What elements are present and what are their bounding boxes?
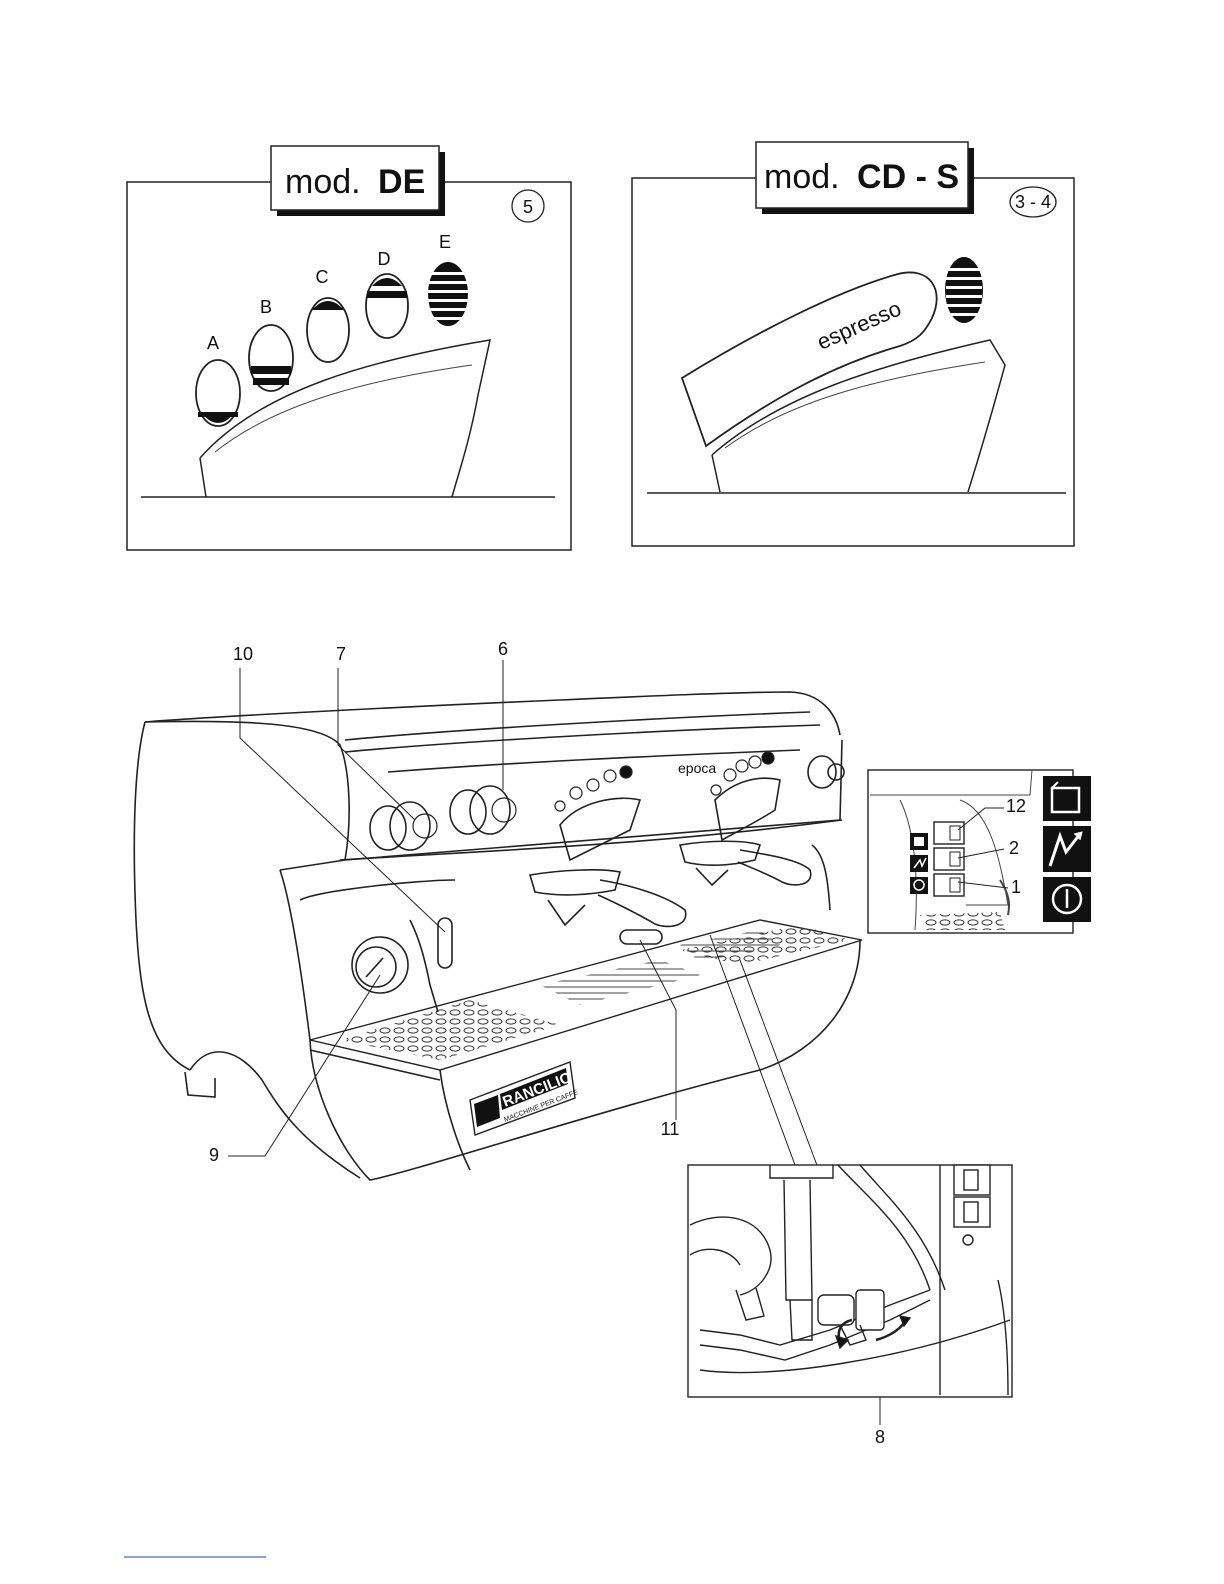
model-prefix-cds: mod. — [764, 158, 840, 196]
callout-8: 8 — [875, 1427, 885, 1447]
callout-11: 11 — [661, 1119, 680, 1139]
portafilter-left — [530, 870, 686, 927]
level-label-d: D — [378, 249, 391, 269]
callout-7: 7 — [336, 644, 346, 664]
group-buttons-right — [711, 752, 774, 795]
ref-number-de: 5 — [523, 197, 533, 217]
callout-6: 6 — [498, 639, 508, 659]
steam-tap-knob-right — [808, 756, 844, 788]
panel-mod-cds: mod. CD - S 3 - 4 espresso — [632, 142, 1074, 546]
svg-text:mod. DE: mod. DE — [285, 163, 425, 201]
cup-icon — [1043, 776, 1091, 821]
level-indicator-c — [307, 298, 349, 362]
machine-brand-text: epoca — [678, 760, 716, 776]
level-indicator-full — [945, 257, 983, 323]
callout-10: 10 — [233, 644, 253, 664]
level-indicator-d — [366, 274, 408, 338]
panel-mod-de: mod. DE 5 — [127, 146, 571, 550]
level-label-b: B — [260, 297, 272, 317]
portafilter-right — [680, 841, 811, 885]
level-indicator-e — [428, 262, 468, 326]
heating-icon — [1043, 826, 1091, 872]
svg-text:mod. CD - S: mod. CD - S — [764, 158, 959, 196]
callout-1: 1 — [1011, 877, 1021, 897]
callout-12: 12 — [1006, 796, 1026, 816]
model-prefix-de: mod. — [285, 163, 361, 201]
steam-tap-knob — [450, 786, 516, 834]
callout-9: 9 — [209, 1145, 219, 1165]
level-indicator-a — [196, 360, 240, 426]
model-name-cds: CD - S — [857, 158, 959, 196]
espresso-machine-illustration: epoca RANCILIO MACCHINE PER CAFFE — [134, 692, 862, 1180]
pressure-gauge — [352, 937, 408, 993]
level-label-c: C — [316, 267, 329, 287]
model-name-de: DE — [378, 163, 425, 201]
espresso-button: espresso — [682, 272, 937, 446]
level-label-a: A — [207, 333, 219, 353]
level-indicator-b — [249, 325, 293, 391]
ref-number-cds: 3 - 4 — [1015, 192, 1051, 212]
power-icon — [1043, 877, 1091, 922]
callout-2: 2 — [1009, 838, 1019, 858]
level-label-e: E — [439, 232, 451, 252]
group-buttons-left — [555, 766, 632, 811]
switch-panel-inset — [868, 770, 1073, 933]
valve-detail-inset — [688, 1165, 1012, 1397]
